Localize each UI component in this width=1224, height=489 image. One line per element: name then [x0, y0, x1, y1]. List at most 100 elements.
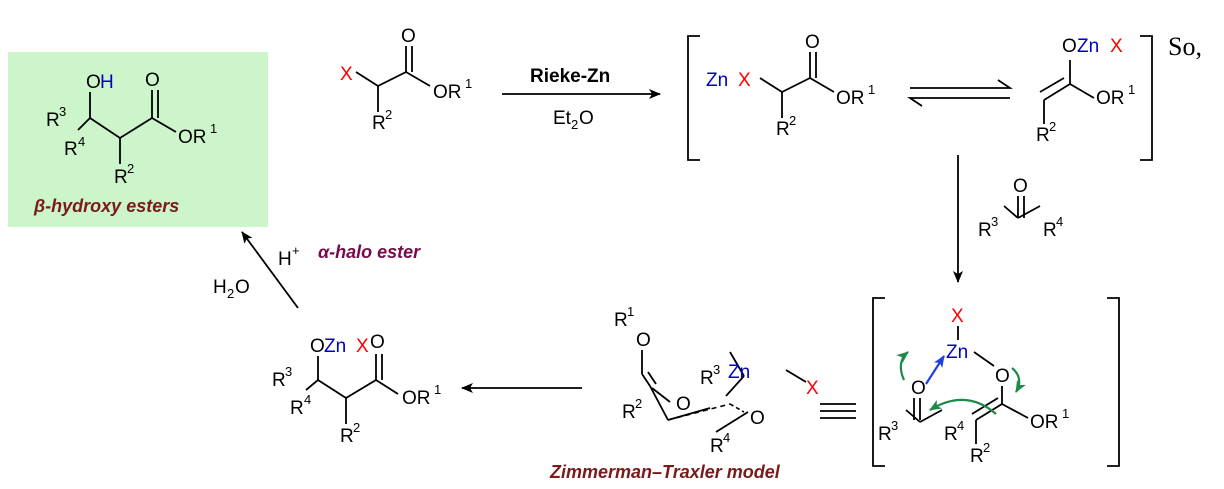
- atom-o: O: [995, 366, 1010, 387]
- atom-r: R: [776, 119, 790, 140]
- bracket-left: [687, 35, 700, 161]
- atom-zn: Zn: [706, 70, 728, 91]
- acid-label: H: [278, 249, 292, 270]
- zinc-alkoxide-structure: O Zn X O OR 1 R 3 R 4 R 2: [272, 332, 441, 447]
- sup-3: 3: [991, 214, 998, 229]
- sup-4: 4: [723, 430, 730, 445]
- reaction-arrow: [241, 231, 299, 309]
- atom-zn: Zn: [946, 342, 968, 363]
- atom-r: R: [700, 368, 714, 389]
- atom-o: O: [1013, 176, 1028, 197]
- product-box: O H O OR 1 R 3 R 4 R 2 β-hydroxy esters: [8, 52, 268, 227]
- atom-x: X: [356, 336, 369, 357]
- bracket-left: [872, 297, 885, 467]
- atom-x: X: [340, 64, 353, 85]
- atom-r: R: [1043, 220, 1057, 241]
- atom-o: O: [310, 336, 325, 357]
- sup-3: 3: [59, 104, 66, 119]
- sup-1: 1: [627, 304, 634, 319]
- sup-1: 1: [434, 382, 441, 397]
- alpha-halo-ester-structure: X O OR 1 R 2: [340, 26, 472, 134]
- atom-o: O: [676, 394, 691, 415]
- atom-o: O: [401, 26, 416, 47]
- water-o: O: [235, 277, 250, 298]
- atom-r: R: [614, 310, 628, 331]
- sup-4: 4: [304, 392, 311, 407]
- equilibrium-arrow-icon: [907, 79, 1013, 107]
- atom-r: R: [1036, 125, 1050, 146]
- curly-arrow-icon: [896, 351, 909, 381]
- atom-o: O: [370, 332, 385, 353]
- curly-arrow-icon: [929, 398, 997, 415]
- sup-1: 1: [1128, 82, 1135, 97]
- sup-2: 2: [983, 440, 990, 455]
- atom-or: OR: [836, 88, 865, 109]
- coordination-arrow-icon: [925, 355, 945, 385]
- atom-r: R: [970, 446, 984, 467]
- solvent-label: Et: [553, 108, 572, 129]
- sup-2: 2: [1049, 119, 1056, 134]
- sup-4: 4: [1056, 214, 1063, 229]
- atom-r: R: [290, 398, 304, 419]
- atom-or: OR: [178, 127, 207, 148]
- highlight-box: [8, 52, 268, 227]
- atom-r: R: [622, 402, 636, 423]
- curly-arrow-icon: [1011, 367, 1026, 393]
- atom-o: O: [1062, 36, 1077, 57]
- solvent-sub: 2: [571, 117, 578, 132]
- atom-h: H: [100, 72, 114, 93]
- solvent-o: O: [579, 108, 594, 129]
- water-sub: 2: [227, 286, 234, 301]
- atom-zn: Zn: [1077, 36, 1099, 57]
- atom-r: R: [114, 167, 128, 188]
- atom-o: O: [145, 70, 160, 91]
- bracket-right: [1107, 297, 1120, 467]
- rieke-zn-label: Rieke-Zn: [530, 66, 610, 87]
- atom-x: X: [1110, 36, 1123, 57]
- atom-or: OR: [433, 82, 462, 103]
- sup-2: 2: [353, 420, 360, 435]
- atom-or: OR: [1030, 412, 1059, 433]
- atom-x: X: [738, 70, 751, 91]
- atom-or: OR: [402, 388, 431, 409]
- sup-2: 2: [385, 107, 392, 122]
- sup-3: 3: [891, 418, 898, 433]
- water-label: H: [213, 277, 227, 298]
- atom-o: O: [86, 72, 101, 93]
- beta-hydroxy-caption: β-hydroxy esters: [33, 196, 179, 216]
- atom-o: O: [911, 378, 926, 399]
- atom-r: R: [372, 113, 386, 134]
- atom-r: R: [340, 426, 354, 447]
- alpha-halo-caption: α-halo ester: [318, 242, 421, 262]
- sup-1: 1: [465, 76, 472, 91]
- atom-r: R: [272, 370, 286, 391]
- sup-1: 1: [210, 121, 217, 136]
- sup-4: 4: [78, 134, 85, 149]
- sup-1: 1: [1062, 406, 1069, 421]
- atom-zn: Zn: [324, 336, 346, 357]
- sup-3: 3: [285, 364, 292, 379]
- atom-r: R: [878, 424, 892, 445]
- atom-r: R: [710, 436, 724, 457]
- bracket-right: [1140, 35, 1153, 161]
- sup-1: 1: [868, 82, 875, 97]
- atom-r: R: [978, 220, 992, 241]
- atom-o: O: [636, 330, 651, 351]
- acid-sup: +: [292, 243, 300, 258]
- sup-2: 2: [789, 113, 796, 128]
- zimmerman-traxler-structure: R 1 O O R 3 Zn X O R 2 R 4: [614, 304, 819, 457]
- atom-o: O: [750, 408, 765, 429]
- so-text: So,: [1168, 32, 1202, 61]
- sup-3: 3: [713, 362, 720, 377]
- sup-4: 4: [957, 418, 964, 433]
- equivalence-icon: [820, 403, 856, 419]
- atom-r: R: [944, 424, 958, 445]
- atom-r: R: [64, 139, 78, 160]
- atom-o: O: [805, 32, 820, 53]
- zimmerman-traxler-caption: Zimmerman–Traxler model: [549, 462, 781, 482]
- atom-or: OR: [1096, 88, 1125, 109]
- atom-zn: Zn: [728, 362, 750, 383]
- sup-2: 2: [635, 396, 642, 411]
